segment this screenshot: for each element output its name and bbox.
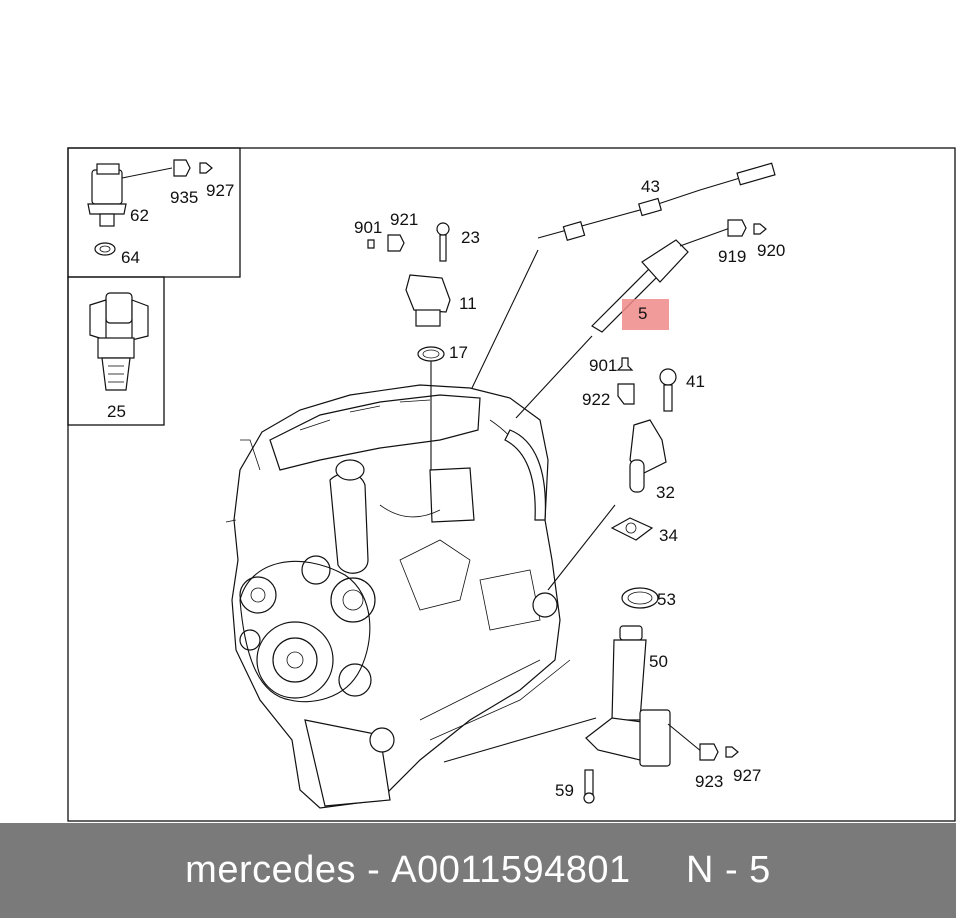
diagram-frame	[67, 147, 956, 822]
label-34: 34	[659, 526, 678, 545]
footer-caption: mercedes - A0011594801 N - 5	[185, 849, 771, 892]
footer-separator: -	[367, 849, 381, 891]
label-919: 919	[718, 247, 746, 266]
label-923: 923	[695, 772, 723, 791]
label-935: 935	[170, 188, 198, 207]
engine-drawing	[225, 384, 571, 809]
footer-part-number: A0011594801	[391, 849, 631, 891]
parts-cluster-50	[443, 587, 739, 804]
label-901-top: 901	[354, 218, 382, 237]
parts-cluster-11	[367, 222, 451, 470]
label-41: 41	[686, 372, 705, 391]
parts-cluster-43	[471, 162, 776, 389]
label-922: 922	[582, 390, 610, 409]
footer-position-label: N - 5	[685, 849, 771, 891]
label-53: 53	[657, 590, 676, 609]
label-23: 23	[461, 228, 480, 247]
label-927-bottom: 927	[733, 766, 761, 785]
footer-bar: mercedes - A0011594801 N - 5	[0, 823, 956, 918]
part-5-highlight	[622, 299, 669, 330]
sensor-62-drawing	[87, 159, 213, 256]
label-25: 25	[107, 402, 126, 421]
label-920: 920	[757, 241, 785, 260]
label-64: 64	[121, 248, 140, 267]
label-5: 5	[638, 304, 647, 323]
label-62: 62	[130, 206, 149, 225]
footer-brand: mercedes	[185, 849, 357, 891]
sensor-25-drawing	[89, 292, 149, 391]
label-17: 17	[449, 343, 468, 362]
label-927-top: 927	[206, 181, 234, 200]
label-59: 59	[555, 781, 574, 800]
label-901-mid: 901	[589, 356, 617, 375]
parts-cluster-32	[547, 357, 677, 591]
label-50: 50	[649, 652, 668, 671]
inset-box-middle	[67, 276, 165, 426]
label-921: 921	[390, 210, 418, 229]
label-11: 11	[459, 294, 477, 313]
label-32: 32	[656, 483, 675, 502]
label-43: 43	[641, 177, 660, 196]
